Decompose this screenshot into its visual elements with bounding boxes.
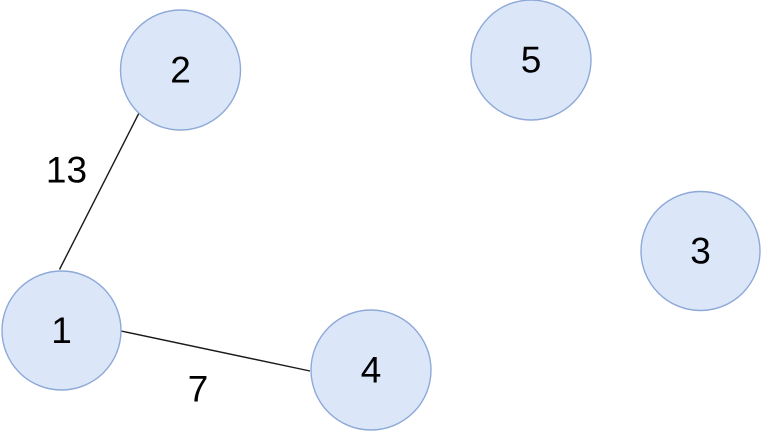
graph-node-2 (119, 9, 242, 131)
edge-weight-1-4: 7 (188, 369, 209, 410)
graph-node-4 (310, 309, 432, 431)
graph-node-3 (640, 190, 761, 312)
graph-node-5 (470, 0, 592, 121)
node-4-label: 4 (361, 350, 382, 391)
node-3-label: 3 (690, 231, 711, 272)
edge-weight-1-2: 13 (46, 150, 87, 191)
edge-1-2 (58, 112, 140, 270)
graph-node-1 (1, 270, 122, 391)
node-2-label: 2 (170, 50, 191, 91)
edge-1-4 (120, 330, 311, 372)
node-1-label: 1 (51, 310, 72, 351)
node-5-label: 5 (521, 40, 542, 81)
